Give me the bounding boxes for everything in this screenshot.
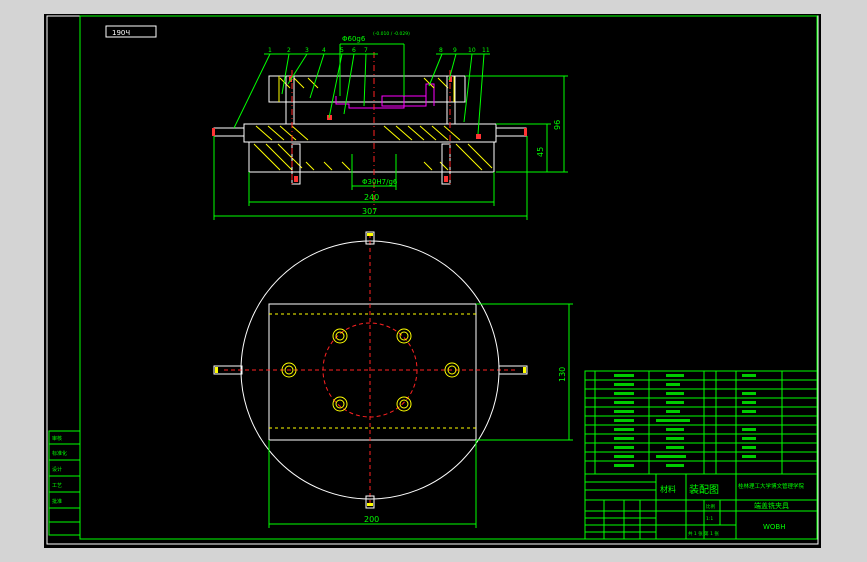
school-name: 桂林理工大学博文管理学院 bbox=[738, 482, 805, 490]
side-row-0: 审核 bbox=[52, 435, 62, 442]
section-view: 1 2 3 4 5 6 7 8 9 10 11 Φ60g6 (-0.010 / … bbox=[212, 31, 568, 220]
material-label: 材料 bbox=[660, 484, 676, 494]
title-block: 材料 装配图 桂林理工大学博文管理学院 端盖铣夹具 WOBH 比例 1:1 共 … bbox=[584, 473, 818, 540]
drawing-sheet: 190Ч 审核 标准化 设计 工艺 批准 bbox=[44, 14, 821, 548]
inner-frame bbox=[79, 15, 818, 540]
balloon-2: 2 bbox=[287, 47, 291, 54]
balloon-8: 8 bbox=[439, 47, 443, 54]
corner-label-box bbox=[105, 25, 157, 38]
part-name: 端盖铣夹具 bbox=[754, 501, 789, 510]
side-row-2: 设计 bbox=[52, 466, 62, 473]
bolt-circle bbox=[322, 322, 418, 418]
dim-130: 130 bbox=[558, 367, 567, 382]
balloon-10: 10 bbox=[468, 47, 476, 54]
balloon-4: 4 bbox=[322, 47, 326, 54]
side-row-3: 工艺 bbox=[52, 483, 62, 489]
dim-307: 307 bbox=[362, 207, 377, 216]
sheet-count: 共 1 张 第 1 张 bbox=[688, 530, 719, 537]
corner-label: 190Ч bbox=[112, 29, 130, 37]
balloon-1: 1 bbox=[268, 47, 272, 54]
side-row-1: 标准化 bbox=[52, 450, 67, 457]
fit-top-tolerance: (-0.010 / -0.029) bbox=[373, 31, 410, 37]
dim-45: 45 bbox=[536, 147, 545, 157]
balloon-7: 7 bbox=[364, 47, 368, 54]
balloon-11: 11 bbox=[482, 47, 490, 54]
side-signature-table: 审核 标准化 设计 工艺 批准 bbox=[48, 430, 81, 536]
fixture-body bbox=[248, 141, 495, 173]
dim-240: 240 bbox=[364, 193, 379, 202]
plan-view: 200 130 bbox=[213, 231, 573, 528]
base-plate bbox=[243, 123, 497, 143]
top-plate bbox=[268, 75, 466, 103]
balloon-3: 3 bbox=[305, 47, 309, 54]
fit-bottom: Φ30H7/g6 bbox=[362, 178, 398, 186]
balloon-9: 9 bbox=[453, 47, 457, 54]
fit-top: Φ60g6 bbox=[342, 35, 366, 43]
dim-96: 96 bbox=[553, 120, 562, 130]
balloon-6: 6 bbox=[352, 47, 356, 54]
balloon-5: 5 bbox=[340, 47, 344, 54]
outer-border bbox=[46, 15, 819, 545]
drawing-number: WOBH bbox=[763, 523, 786, 531]
side-row-4: 批准 bbox=[52, 498, 62, 505]
scale-label: 比例 bbox=[706, 503, 715, 510]
drawing-type: 装配图 bbox=[689, 483, 719, 496]
assembly-drawing: 190Ч 审核 标准化 设计 工艺 批准 bbox=[46, 15, 819, 545]
plan-plate bbox=[268, 303, 477, 441]
dim-200: 200 bbox=[364, 515, 379, 524]
scale-value: 1:1 bbox=[706, 516, 713, 522]
parts-list bbox=[584, 370, 818, 475]
